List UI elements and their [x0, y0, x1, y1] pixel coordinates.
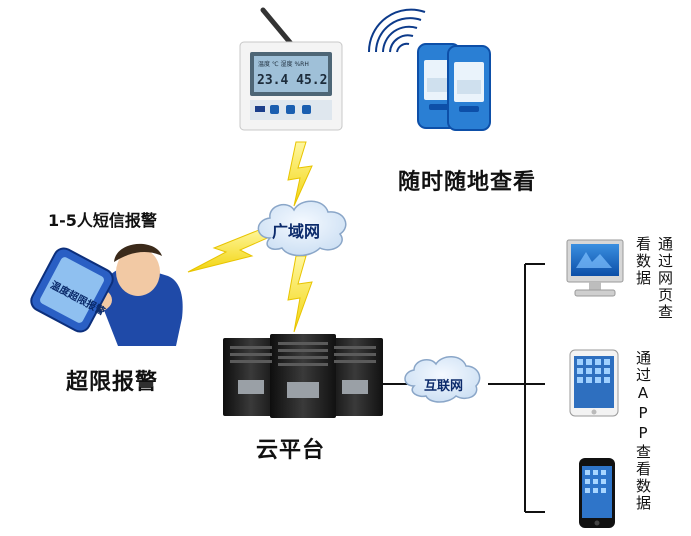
internet-label: 互联网 — [424, 379, 464, 394]
sms-alarm-label: 1-5人短信报警 — [48, 211, 157, 230]
tablet-icon — [569, 349, 619, 417]
server-cluster — [223, 334, 383, 418]
lightning-bolt-bottom — [287, 255, 313, 333]
wan-label: 广域网 — [272, 222, 321, 241]
logger-screen-line1: 温度 ℃ 湿度 %RH — [258, 60, 309, 68]
cloud-platform-label: 云平台 — [256, 438, 326, 463]
person-with-phone-illustration — [30, 243, 183, 346]
wan-cloud — [257, 200, 347, 257]
smartphone-icon — [579, 458, 615, 528]
desktop-monitor-icon — [566, 239, 624, 297]
over-limit-alarm-label: 超限报警 — [66, 370, 159, 395]
logger-screen-line2: 23.4 45.2 — [257, 73, 327, 88]
lightning-bolt-left — [187, 227, 273, 273]
lightning-bolt-top — [287, 141, 313, 207]
mini-logger-right — [447, 45, 491, 131]
data-logger-device — [239, 7, 343, 131]
anywhere-view-label: 随时随地查看 — [398, 170, 537, 195]
internet-cloud — [404, 356, 481, 403]
app-view-label: 通过APP查看数据 — [634, 350, 652, 512]
web-view-label: 通过网页查看数据 — [634, 236, 674, 321]
wireless-signal-icon — [367, 8, 426, 53]
client-tree-lines — [488, 263, 545, 513]
logger-screen — [254, 56, 328, 92]
